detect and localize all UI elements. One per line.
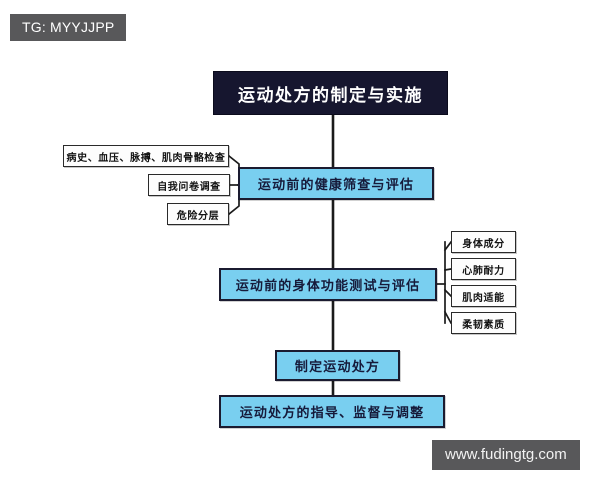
tg-badge: TG: MYYJJPP	[10, 14, 127, 41]
diagram-title-box: 运动处方的制定与实施	[213, 71, 448, 115]
node-health-screening: 运动前的健康筛查与评估	[238, 167, 434, 200]
tg-badge-label: TG: MYYJJPP	[22, 19, 115, 35]
sub-node-left-0: 病史、血压、脉搏、肌肉骨骼检查	[63, 145, 229, 167]
sub-node-right-3-label: 柔韧素质	[462, 319, 505, 331]
sub-node-right-0-label: 身体成分	[462, 238, 505, 250]
sub-node-right-2: 肌肉适能	[451, 285, 516, 307]
node-health-screening-label: 运动前的健康筛查与评估	[257, 178, 415, 193]
sub-node-right-3: 柔韧素质	[451, 312, 516, 334]
sub-node-left-0-label: 病史、血压、脉搏、肌肉骨骼检查	[66, 152, 226, 164]
sub-node-right-1: 心肺耐力	[451, 258, 516, 280]
node-guidance: 运动处方的指导、监督与调整	[219, 395, 445, 428]
sub-node-right-1-label: 心肺耐力	[462, 265, 505, 277]
sub-node-right-2-label: 肌肉适能	[462, 292, 505, 304]
site-watermark: www.fudingtg.com	[432, 440, 580, 470]
sub-node-left-1-label: 自我问卷调查	[157, 181, 221, 193]
node-guidance-label: 运动处方的指导、监督与调整	[239, 406, 425, 421]
sub-node-left-1: 自我问卷调查	[148, 174, 230, 196]
node-prescription: 制定运动处方	[275, 350, 400, 381]
node-fitness-testing-label: 运动前的身体功能测试与评估	[235, 279, 421, 294]
sub-node-left-2-label: 危险分层	[176, 210, 220, 222]
site-watermark-label: www.fudingtg.com	[445, 446, 567, 463]
sub-node-right-0: 身体成分	[451, 231, 516, 253]
node-fitness-testing: 运动前的身体功能测试与评估	[219, 268, 437, 301]
node-prescription-label: 制定运动处方	[294, 360, 381, 375]
sub-node-left-2: 危险分层	[167, 203, 229, 225]
diagram-title: 运动处方的制定与实施	[238, 85, 423, 106]
